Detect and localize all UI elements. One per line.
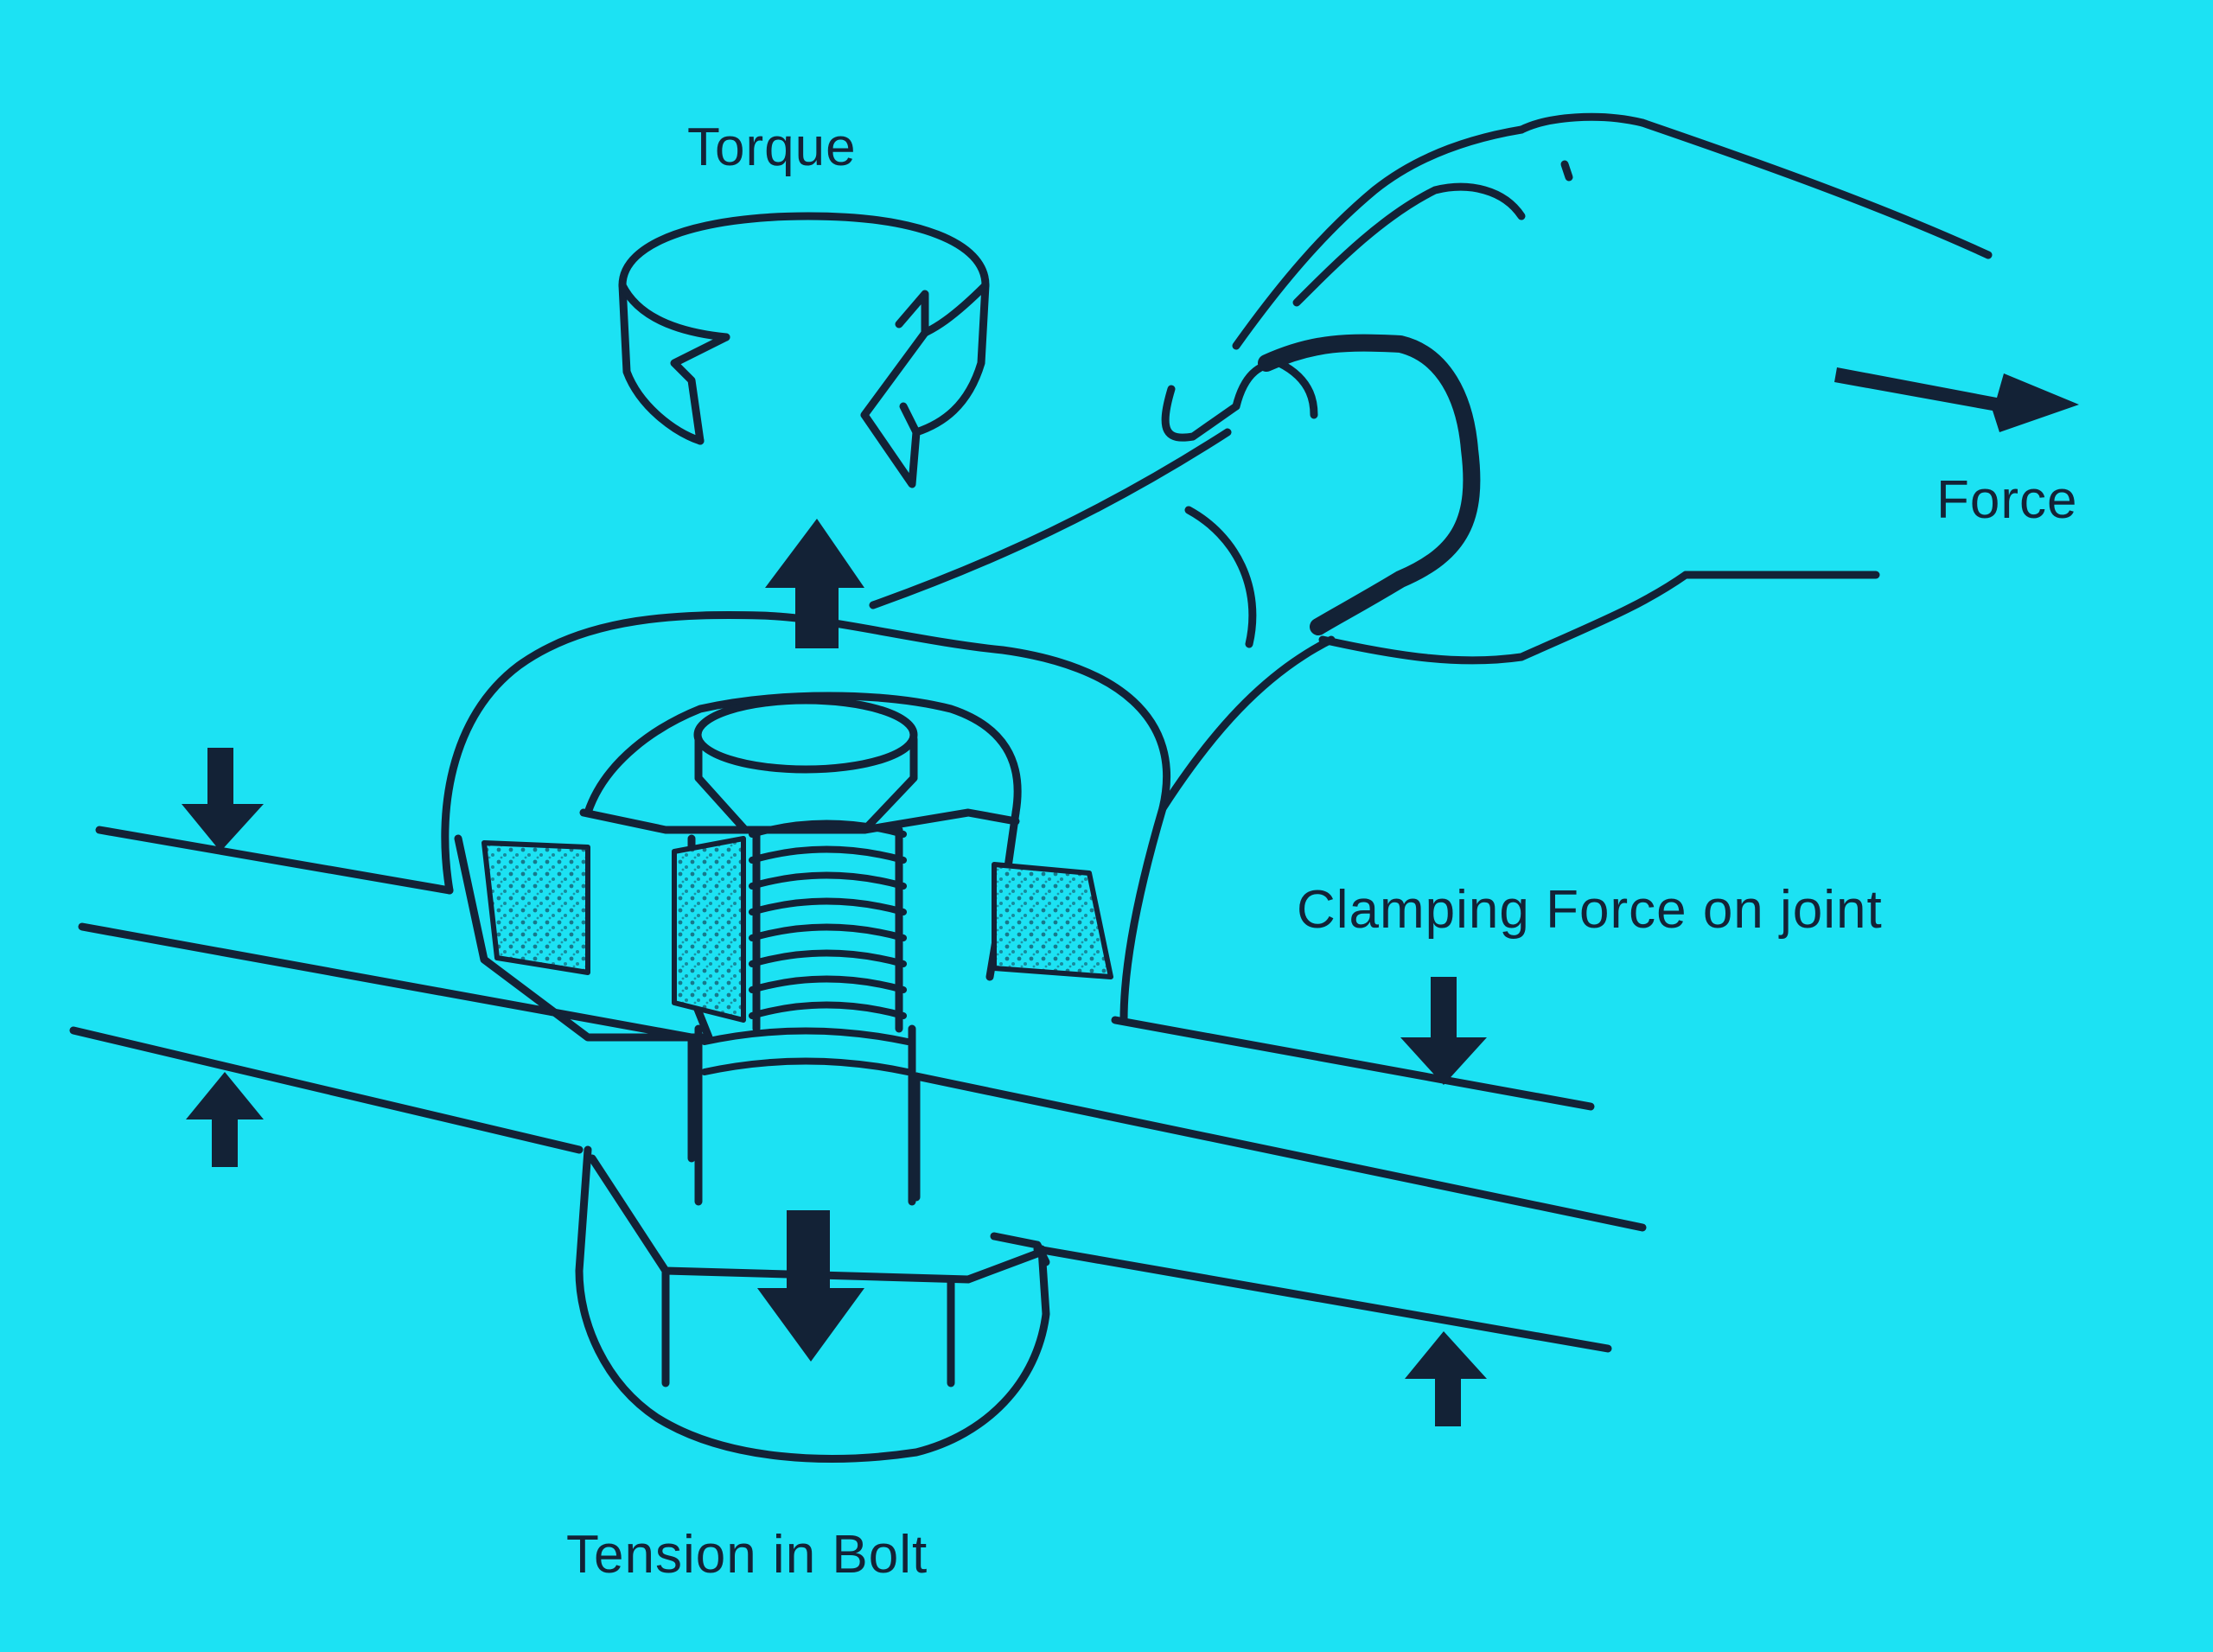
nut-texture-inner: [672, 836, 746, 1023]
down-arrow-tension-icon: [757, 1210, 864, 1362]
right-arrow-force-icon: [1834, 367, 2079, 432]
torque-arrow-icon: [618, 212, 990, 488]
clamping-force-label: Clamping Force on joint: [1297, 880, 1883, 940]
torque-label: Torque: [687, 118, 857, 177]
up-arrow-clamp-left-icon: [186, 1072, 264, 1167]
lower-plate: [69, 1026, 1612, 1353]
tension-label: Tension in Bolt: [566, 1525, 928, 1585]
wrench-handle-fold: [1184, 506, 1257, 648]
wrench-ring: [441, 611, 1170, 1024]
force-label: Force: [1936, 470, 2078, 530]
up-arrow-clamp-right-icon: [1405, 1331, 1487, 1426]
upper-plate: [78, 826, 1647, 1232]
down-arrow-clamp-right-icon: [1400, 977, 1487, 1085]
hand-grip: [1258, 334, 1481, 635]
up-arrow-torque-icon: [765, 519, 864, 648]
nut-texture-left: [482, 840, 590, 975]
bolt-threads: [701, 820, 911, 1075]
bolt-shaft: [693, 696, 918, 1206]
nut-texture-right: [992, 862, 1113, 979]
hand: [1161, 112, 1993, 665]
wrench-handle-top: [869, 428, 1232, 609]
wrench-handle-bottom: [1158, 635, 1336, 813]
down-arrow-clamp-left-icon: [182, 748, 264, 852]
